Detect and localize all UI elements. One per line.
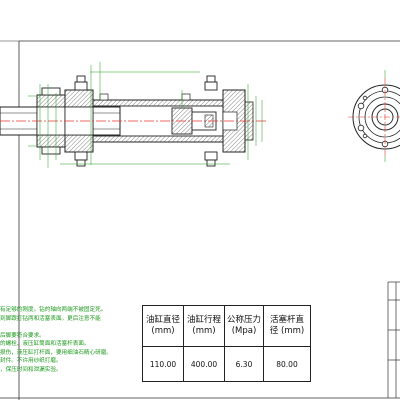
tie-bolts-top bbox=[41, 75, 218, 96]
value-rod-diameter: 80.00 bbox=[263, 346, 311, 382]
note-line: 封件。不许用纱纸打磨。 bbox=[0, 358, 62, 364]
note-line: 后脚要符合要求。 bbox=[0, 332, 45, 339]
note-line bbox=[0, 323, 142, 332]
dimension-lines bbox=[28, 62, 263, 168]
title-block bbox=[387, 281, 400, 398]
tie-bolts-bottom bbox=[41, 146, 218, 167]
note-line: 到脚跟打钻两和活塞表面。更后注意不能 bbox=[0, 315, 101, 322]
note-line: 有足够的刚度。钻的轴向两端不被固定死。 bbox=[0, 307, 107, 313]
header-nominal-pressure: 公称压力(Mpa) bbox=[224, 305, 264, 347]
cylinder-barrel bbox=[92, 99, 224, 143]
value-bore-diameter: 110.00 bbox=[142, 346, 184, 382]
spec-header-row: 油缸直径(mm) 油缸行程(mm) 公称压力(Mpa) 活塞杆直径 (mm) bbox=[142, 305, 311, 347]
cylinder-section-view bbox=[0, 62, 268, 168]
header-stroke: 油缸行程(mm) bbox=[183, 305, 225, 347]
value-stroke: 400.00 bbox=[183, 346, 225, 382]
note-line: ，保压时间和泄漏实验。 bbox=[0, 366, 62, 373]
note-line: 的螺栓、液压缸筒面和活塞杆表面。 bbox=[0, 341, 90, 347]
header-rod-diameter: 活塞杆直径 (mm) bbox=[263, 305, 311, 347]
value-nominal-pressure: 6.30 bbox=[224, 346, 264, 382]
flange-bolt-holes bbox=[357, 86, 389, 148]
oil-port-rear bbox=[181, 93, 191, 101]
oil-port-front bbox=[99, 93, 109, 101]
drawing-frame bbox=[0, 40, 400, 400]
note-line: 损伤，液压缸打杆面，要用细油石精心研磨。 bbox=[0, 349, 112, 356]
header-bore-diameter: 油缸直径(mm) bbox=[142, 305, 184, 347]
flange-center-lines bbox=[348, 78, 400, 156]
spec-table: 油缸直径(mm) 油缸行程(mm) 公称压力(Mpa) 活塞杆直径 (mm) 1… bbox=[142, 305, 311, 382]
technical-notes: 有足够的刚度。钻的轴向两端不被固定死。 到脚跟打钻两和活塞表面。更后注意不能 后… bbox=[0, 306, 142, 374]
end-view-flange bbox=[348, 70, 400, 162]
spec-value-row: 110.00 400.00 6.30 80.00 bbox=[142, 346, 311, 382]
